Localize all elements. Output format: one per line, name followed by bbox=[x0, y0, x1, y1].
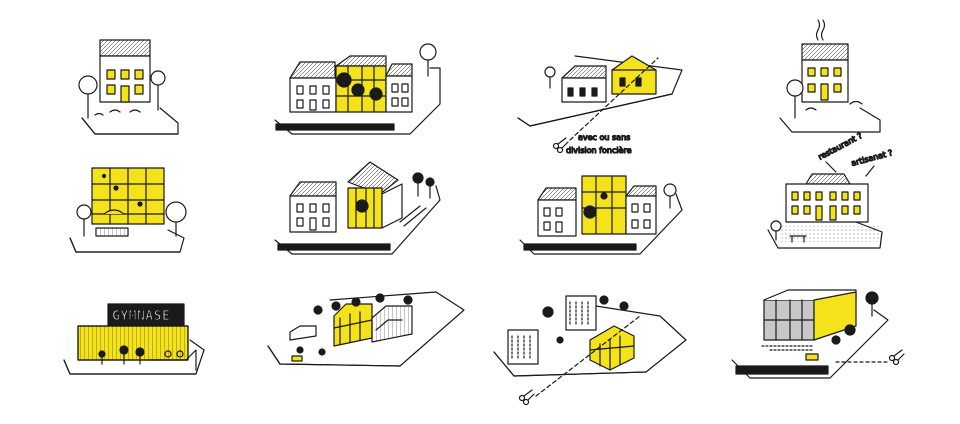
tree-icon bbox=[619, 301, 629, 311]
scissors-icon bbox=[888, 349, 905, 366]
tree-icon bbox=[135, 347, 145, 365]
tree-icon bbox=[542, 306, 554, 318]
tree-icon bbox=[556, 336, 564, 344]
scene-gymnase bbox=[63, 303, 205, 375]
tree-icon bbox=[318, 348, 326, 356]
smoke-icon bbox=[815, 19, 826, 41]
scene-side-extension bbox=[274, 161, 441, 255]
car-icon bbox=[805, 353, 819, 361]
scissors-icon bbox=[552, 137, 569, 154]
tree-icon bbox=[351, 297, 361, 307]
scene-house-transform bbox=[779, 19, 881, 133]
scene-land-division bbox=[517, 55, 683, 141]
tree-icon bbox=[165, 201, 187, 237]
scene-commercial-parking bbox=[731, 289, 889, 379]
tree-icon bbox=[150, 70, 166, 111]
scene-row-infill-yellow bbox=[519, 175, 683, 255]
division-note-line2: division foncière bbox=[566, 145, 632, 155]
tree-icon bbox=[770, 220, 782, 241]
scene-mixed-site bbox=[267, 291, 465, 367]
tree-icon bbox=[119, 345, 129, 365]
scene-towers-division bbox=[493, 295, 687, 397]
tree-icon bbox=[425, 177, 435, 199]
tree-icon bbox=[865, 291, 879, 317]
tree-icon bbox=[313, 305, 323, 315]
scissors-icon bbox=[518, 389, 535, 406]
tree-icon bbox=[403, 295, 413, 305]
tree-icon bbox=[412, 172, 424, 197]
tree-icon bbox=[375, 293, 385, 303]
tree-icon bbox=[98, 350, 106, 365]
scene-office-block bbox=[69, 167, 187, 253]
tree-icon bbox=[296, 346, 304, 354]
tree-icon bbox=[844, 324, 856, 336]
tree-icon bbox=[331, 301, 341, 311]
gym-sign: GYMNASE bbox=[112, 309, 170, 324]
tree-icon bbox=[786, 79, 804, 119]
bench-icon bbox=[789, 235, 807, 243]
tree-icon bbox=[544, 66, 556, 89]
scene-infill-row bbox=[274, 43, 441, 135]
division-note-line1: avec ou sans bbox=[578, 133, 630, 142]
tree-icon bbox=[663, 183, 677, 209]
car-icon bbox=[291, 355, 303, 362]
tree-icon bbox=[78, 75, 98, 119]
scene-detached-house bbox=[78, 39, 179, 135]
tree-icon bbox=[76, 204, 92, 237]
tree-icon bbox=[419, 43, 437, 77]
bubble-artisanat: artisanat ? bbox=[850, 148, 893, 168]
scene-manor-reuse bbox=[767, 161, 883, 249]
tree-icon bbox=[599, 295, 609, 305]
tree-icon bbox=[831, 335, 841, 345]
